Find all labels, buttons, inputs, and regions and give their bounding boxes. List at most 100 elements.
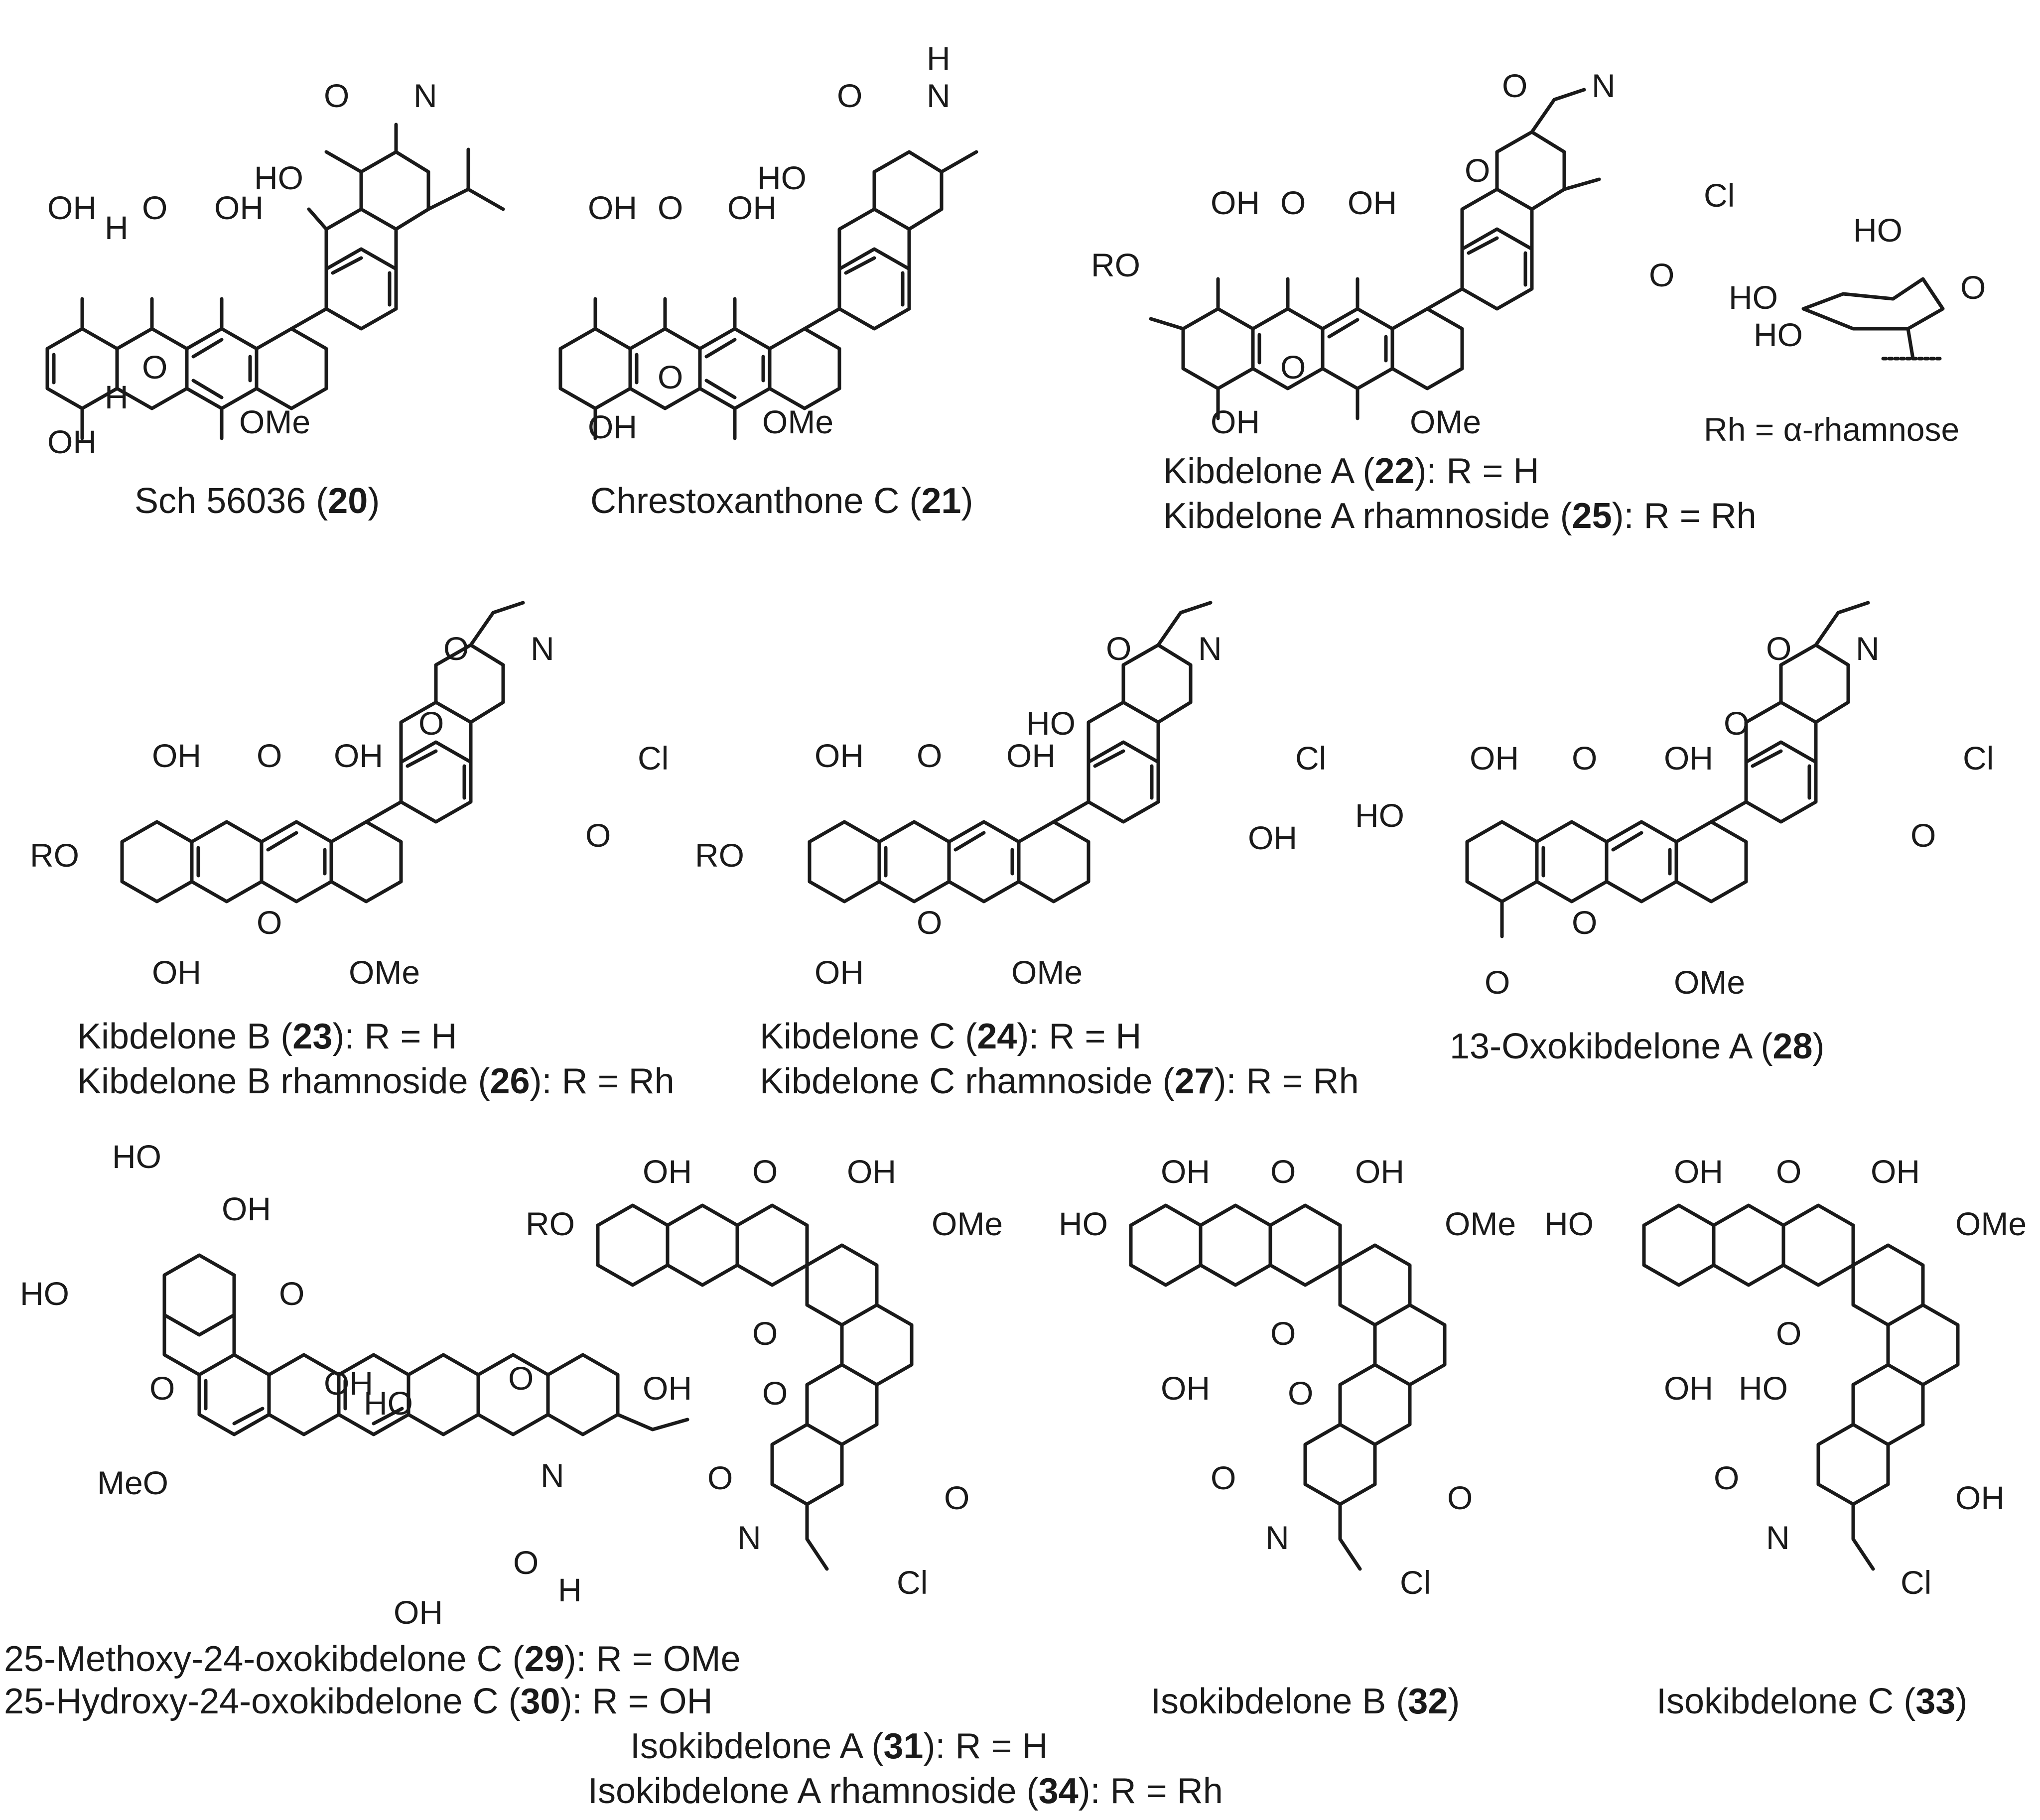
atom-cl-28: Cl [1963,740,1994,777]
atom-oh-21b: OH [588,408,637,445]
structure-24 [808,601,1213,904]
atom-o-20a: O [142,189,167,226]
caption-30: 25-Hydroxy-24-oxokibdelone C (30): R = O… [4,1682,713,1721]
structure-23 [120,601,525,904]
atom-oh-23b: OH [152,954,201,991]
atom-ho-rh-a: HO [1853,212,1903,249]
structure-29 [162,1253,689,1436]
atom-ome-20: OMe [239,403,310,440]
atom-oh-33b: OH [1664,1370,1713,1407]
atom-ome-22: OMe [1410,403,1481,440]
atom-h-21: H [927,40,951,77]
atom-o-28b: O [1572,904,1597,941]
atom-ro-24: RO [695,837,744,874]
atom-ho-20: HO [254,159,303,196]
atom-oh-32c: OH [1355,1153,1404,1190]
atom-o-23b: O [257,904,282,941]
atom-o-24a: O [917,737,942,774]
atom-oh-31c: OH [847,1153,896,1190]
atom-cl-23: Cl [638,740,669,777]
atom-ho-rh-c: HO [1754,316,1803,353]
atom-oh-20c: OH [214,189,264,226]
atom-o-32d: O [1211,1459,1236,1496]
captions: Rh = α-rhamnose Sch 56036 (20) Chrestoxa… [4,411,1967,1811]
atom-n-28: N [1856,630,1880,667]
caption-32: Isokibdelone B (32) [1151,1682,1460,1721]
atom-o-24c: O [1106,630,1131,667]
caption-31: Isokibdelone A (31): R = H [630,1726,1048,1766]
atom-n-20: N [413,77,437,114]
atom-o-24b: O [917,904,942,941]
atom-o-32a: O [1270,1153,1296,1190]
atom-o-33a: O [1776,1153,1801,1190]
atom-meo-29: MeO [97,1464,168,1501]
atom-o-21b: O [658,359,683,395]
structure-33 [1642,1203,1960,1571]
atom-o-rh: O [1960,269,1986,306]
rhamnose-structure [1801,277,1945,361]
atom-ho-29b: HO [20,1275,69,1312]
caption-34: Isokibdelone A rhamnoside (34): R = Rh [588,1771,1223,1811]
atom-oh-24c: OH [1006,737,1056,774]
structure-28 [1465,601,1870,938]
atom-ho-rh-b: HO [1729,279,1778,316]
atom-o-20b: O [142,349,167,386]
atom-o-31c: O [762,1375,788,1412]
atom-ro-23: RO [30,837,79,874]
caption-20: Sch 56036 (20) [135,481,380,521]
atom-ho-33b: HO [1739,1370,1788,1407]
atom-ho-29c: HO [364,1385,413,1422]
atom-ome-28: OMe [1674,964,1745,1001]
caption-26: Kibdelone B rhamnoside (26): R = Rh [77,1061,675,1101]
atom-n-33: N [1766,1519,1790,1556]
atom-ho-32a: HO [1059,1205,1108,1242]
caption-27: Kibdelone C rhamnoside (27): R = Rh [760,1061,1359,1101]
caption-25: Kibdelone A rhamnoside (25): R = Rh [1163,496,1757,536]
atom-h-20b: H [105,379,129,415]
structure-22 [1149,88,1601,420]
atom-o-29c: O [508,1360,534,1397]
atom-o-23d: O [443,630,469,667]
atom-o-32c: O [1288,1375,1313,1412]
atom-o-31e: O [944,1479,969,1516]
atom-o-32e: O [1447,1479,1473,1516]
atom-oh-29b: OH [324,1365,373,1402]
atom-o-21a: O [658,189,683,226]
atom-o-22d: O [1502,67,1527,104]
atom-ome-23: OMe [349,954,420,991]
atom-o-33b: O [1776,1315,1801,1352]
atom-oh-29a: OH [222,1190,271,1227]
caption-22: Kibdelone A (22): R = H [1163,451,1539,491]
atom-oh-22b: OH [1211,403,1260,440]
atom-n-21: N [927,77,951,114]
atom-o-31b: O [752,1315,778,1352]
atom-o-23e: O [585,817,611,854]
atom-o-23c: O [418,705,444,742]
atom-ome-33: OMe [1955,1205,2027,1242]
atom-n-22: N [1592,67,1616,104]
atom-cl-24: Cl [1295,740,1326,777]
structure-20 [45,123,505,440]
atom-ome-32: OMe [1445,1205,1516,1242]
atom-o-28c: O [1724,705,1749,742]
atom-o-28e: O [1910,817,1936,854]
atom-oh-32a: OH [1161,1153,1210,1190]
atom-oh-20b: OH [47,423,97,460]
atom-o-29d: O [513,1544,539,1581]
atom-n-23: N [531,630,554,667]
caption-29: 25-Methoxy-24-oxokibdelone C (29): R = O… [4,1639,741,1679]
atom-oh-33a: OH [1674,1153,1723,1190]
atom-ho-28: HO [1355,797,1404,834]
atom-o-32b: O [1270,1315,1296,1352]
structure-31 [596,1203,914,1571]
atom-cl-33: Cl [1901,1564,1931,1601]
atom-oh-22c: OH [1348,184,1397,221]
caption-33: Isokibdelone C (33) [1656,1682,1967,1721]
atom-o-20c: O [324,77,349,114]
atom-oh-23c: OH [334,737,383,774]
atom-oh-22a: OH [1211,184,1260,221]
rhamnose-label: Rh = α-rhamnose [1704,411,1959,448]
atom-r-29: H [558,1571,582,1608]
atom-oh-24d: OH [1248,819,1297,856]
